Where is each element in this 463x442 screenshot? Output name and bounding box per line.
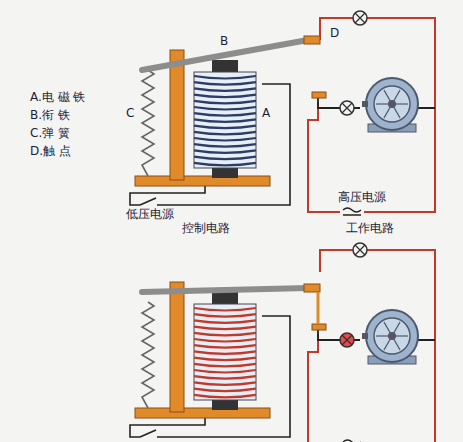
coil-winding (194, 358, 256, 361)
motor-terminal (362, 101, 368, 107)
switch-symbol (140, 198, 156, 205)
coil-winding (194, 113, 256, 116)
coil-winding (194, 345, 256, 348)
circuit-label: 控制电路 (182, 221, 230, 235)
lamp-cross (355, 13, 365, 23)
circuit-label: 工作电路 (346, 221, 394, 235)
coil-winding (194, 314, 256, 317)
coil-winding (194, 320, 256, 323)
coil-winding (194, 126, 256, 129)
coil-winding (194, 88, 256, 91)
motor-shaft (388, 100, 396, 108)
coil-winding (194, 351, 256, 354)
coil-winding (194, 95, 256, 98)
coil-winding (194, 157, 256, 160)
coil-winding (194, 389, 256, 392)
part-key: B.衔 铁 (30, 108, 70, 122)
work-wire (308, 250, 435, 442)
coil-winding (194, 308, 256, 311)
coil-winding (194, 382, 256, 385)
circuit-label: 低压电源 (126, 207, 174, 221)
relay-base (135, 176, 270, 186)
armature (142, 288, 308, 292)
coil-winding (194, 107, 256, 110)
coil-winding (194, 76, 256, 79)
relay-base (135, 408, 270, 418)
coil-winding (194, 82, 256, 85)
coil-winding (194, 101, 256, 104)
coil-winding (194, 138, 256, 141)
coil-winding (194, 339, 256, 342)
coil-winding (194, 395, 256, 398)
motor-terminal (362, 333, 368, 339)
part-key: A.电 磁 铁 (30, 90, 85, 104)
spring (142, 70, 154, 176)
switch-symbol (140, 430, 156, 437)
work-wire (308, 18, 435, 212)
lamp-symbol (353, 243, 367, 257)
ac-symbol (343, 208, 361, 215)
moving-contact (304, 36, 320, 44)
coil-winding (194, 132, 256, 135)
part-letter: A (262, 106, 270, 120)
motor-face (374, 86, 410, 122)
motor-face (374, 318, 410, 354)
coil-winding (194, 327, 256, 330)
lamp-symbol (340, 333, 354, 347)
closed-contact (317, 292, 320, 324)
coil-winding (194, 376, 256, 379)
part-letter: C (126, 106, 134, 120)
part-letter: D (330, 26, 339, 40)
motor-shaft (388, 332, 396, 340)
lamp-symbol (353, 11, 367, 25)
coil-winding (194, 333, 256, 336)
part-letter: B (220, 34, 228, 48)
moving-contact (304, 284, 320, 292)
motor-body (366, 310, 418, 362)
relay-post (170, 50, 184, 180)
ac-patch (340, 206, 364, 218)
lamp-symbol (340, 101, 354, 115)
coil-body (194, 304, 256, 400)
coil-winding (194, 370, 256, 373)
coil-winding (194, 119, 256, 122)
relay-post (170, 282, 184, 412)
lamp-cross (342, 103, 352, 113)
ac-symbol (343, 440, 361, 442)
fixed-contact (312, 92, 326, 98)
part-key: D.触 点 (30, 144, 71, 158)
circuit-label: 高压电源 (338, 190, 386, 204)
spring (142, 302, 154, 408)
lamp-cross (342, 335, 352, 345)
coil-winding (194, 364, 256, 367)
fixed-contact (312, 324, 326, 330)
coil-body (194, 72, 256, 168)
part-key: C.弹 簧 (30, 126, 70, 140)
motor-body (366, 78, 418, 130)
coil-winding (194, 150, 256, 153)
lamp-cross (355, 245, 365, 255)
ac-patch (340, 438, 364, 442)
coil-winding (194, 163, 256, 166)
coil-winding (194, 144, 256, 147)
